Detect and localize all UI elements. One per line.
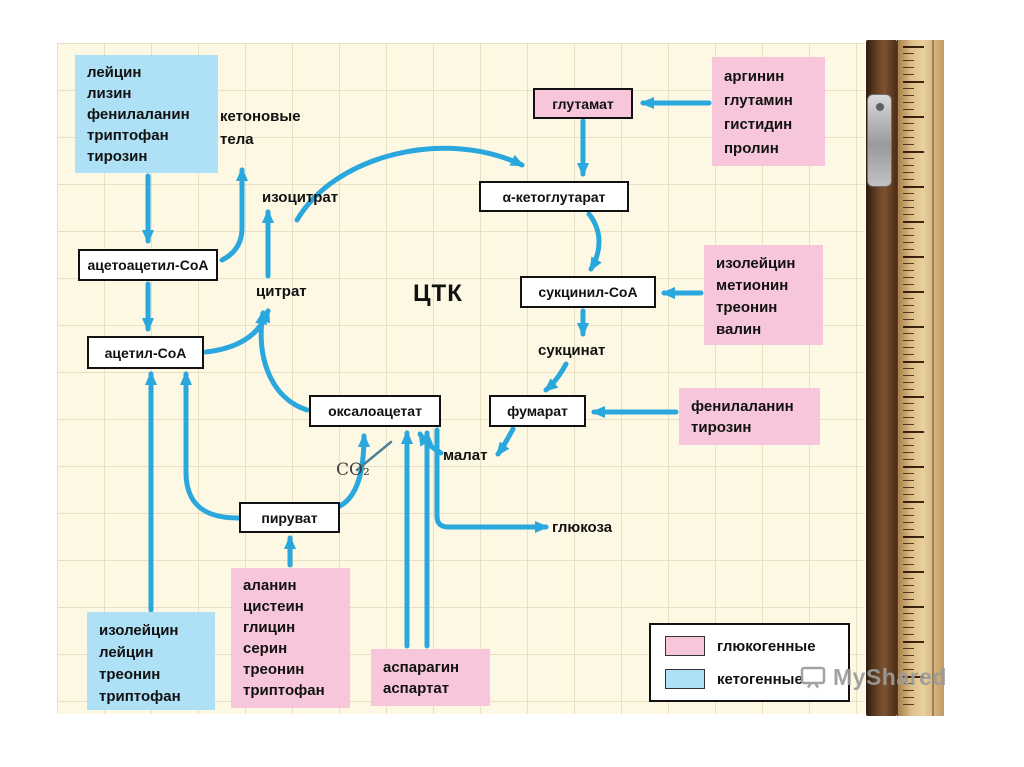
watermark: MyShared [800,664,947,691]
amino-acid: глутамин [724,92,793,109]
node-glutamate: глутамат [533,88,633,119]
glucogenic-swatch [665,636,705,656]
legend-label-ketogenic: кетогенные [717,670,803,688]
label-isocitrate: изоцитрат [262,189,339,206]
amino-acid: фенилаланин [87,106,190,123]
myshared-logo-icon [800,666,826,688]
amino-group-isoleucine: изолейцин метионин треонин валин [704,245,823,345]
amino-acid: треонин [99,666,161,683]
node-alpha-ketoglutarate: α-кетоглутарат [479,181,629,212]
ketogenic-swatch [665,669,705,689]
metal-clip [867,94,892,187]
amino-acid: треонин [716,299,778,316]
label-glucose: глюкоза [552,519,613,536]
label-tca-cycle: ЦТК [413,280,463,307]
amino-group-alanine: аланин цистеин глицин серин треонин трип… [231,568,350,708]
amino-acid: аргинин [724,68,785,85]
amino-acid: фенилаланин [691,398,794,415]
amino-acid: треонин [243,661,305,678]
amino-acid: лейцин [87,64,142,81]
amino-acid: аспарагин [383,659,460,676]
label-citrate: цитрат [256,283,307,300]
node-oxaloacetate: оксалоацетат [309,395,441,427]
amino-acid: пролин [724,140,779,157]
watermark-text: MyShared [833,664,947,690]
amino-acid: триптофан [243,682,325,699]
amino-group-arginine: аргинин глутамин гистидин пролин [712,57,825,166]
legend-row-glucogenic: глюкогенные [665,636,834,656]
label-co2: CO₂ [336,460,370,480]
amino-acid: лейцин [99,644,154,661]
node-succinyl-coa: сукцинил-CoA [520,276,656,308]
node-acetoacetyl-coa: ацетоацетил-CoA [78,249,218,281]
amino-group-ketogenic-top: лейцин лизин фенилаланин триптофан тироз… [75,55,218,173]
amino-acid: тирозин [691,419,752,436]
amino-acid: триптофан [87,127,169,144]
ruler-seam [932,40,934,716]
legend: глюкогенные кетогенные [649,623,850,702]
legend-label-glucogenic: глюкогенные [717,637,816,655]
label-malate: малат [443,447,488,464]
ruler-major-ticks [903,46,924,710]
label-ketone-bodies: кетоновые тела [220,108,301,148]
legend-row-ketogenic: кетогенные [665,669,834,689]
clip-hole [876,103,884,111]
amino-acid: тирозин [87,148,148,165]
amino-acid: лизин [87,85,132,102]
amino-acid: аспартат [383,680,450,697]
amino-acid: метионин [716,277,789,294]
amino-acid: гистидин [724,116,793,133]
node-pyruvate: пируват [239,502,340,533]
node-acetyl-coa: ацетил-CoA [87,336,204,369]
amino-acid: серин [243,640,288,657]
amino-group-asparagine: аспарагин аспартат [371,649,490,706]
label-succinate: сукцинат [538,342,606,359]
amino-acid: валин [716,321,762,338]
amino-acid: триптофан [99,688,181,705]
amino-acid: изолейцин [716,255,796,272]
amino-acid: цистеин [243,598,304,615]
amino-acid: изолейцин [99,622,179,639]
amino-acid: глицин [243,619,296,636]
amino-group-phenylalanine: фенилаланин тирозин [679,388,820,445]
ruler [897,40,944,716]
amino-group-ketogenic-bottom: изолейцин лейцин треонин триптофан [87,612,215,710]
amino-acid: аланин [243,577,297,594]
node-fumarate: фумарат [489,395,586,427]
